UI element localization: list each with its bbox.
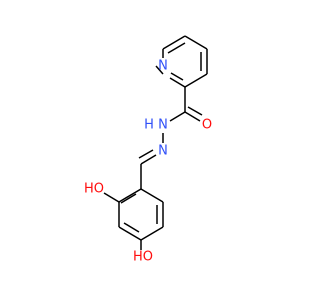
pyridine-nitrogen-label: N (158, 59, 168, 74)
bond-carbonyl-nh (169, 111, 186, 122)
pyridine-ring (155, 35, 208, 88)
bond-bz-1-2-inner (120, 193, 137, 204)
bond-bz-3-4-inner (123, 222, 140, 233)
hydrazide-hydrogen-label: H (144, 118, 154, 133)
bond-n-ch (140, 154, 157, 165)
ortho-hydroxy-label: HO (84, 182, 104, 197)
bond-py-c4-n (169, 77, 186, 88)
imine-nitrogen-label: N (158, 144, 168, 159)
benzene-ring (118, 188, 164, 241)
bond-bz-3-4 (118, 226, 142, 241)
bond-py-c1-c2 (184, 35, 208, 50)
bond-n-ch-second (138, 149, 154, 159)
para-hydroxy-label: HO (133, 250, 153, 265)
bond-py-c5-c1 (162, 35, 186, 50)
bond-py-c5-c1-inner (167, 42, 186, 54)
bond-bz-6-1 (140, 188, 164, 203)
bond-py-c4-n-inner (170, 72, 184, 81)
carbonyl-oxygen-label: O (202, 118, 212, 133)
bond-py-n-c6 (155, 65, 164, 75)
molecule-structure-diagram: N O N H N HO HO (84, 35, 212, 265)
hydrazide-nitrogen-label: N (158, 118, 168, 133)
bond-bz-4-5 (140, 226, 164, 241)
bond-bz-1-2 (118, 188, 142, 203)
bond-ortho-oh (103, 192, 120, 203)
bond-py-c3-c4 (184, 73, 208, 88)
bond-carbonyl-co (184, 111, 201, 122)
bond-carbonyl-co-second (187, 106, 203, 116)
